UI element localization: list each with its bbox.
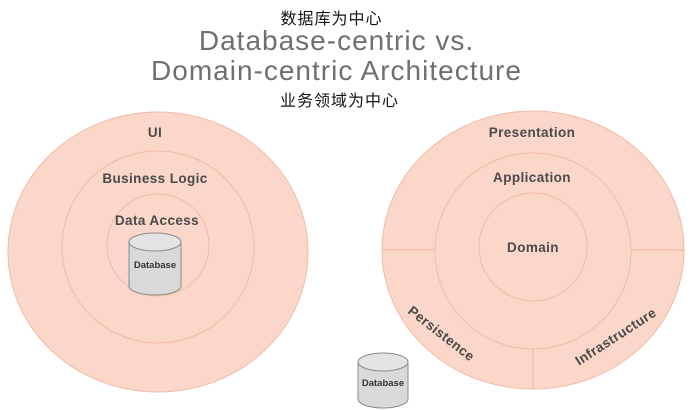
database-centric-diagram: UI Business Logic Data Access Database: [7, 111, 309, 393]
annotation-database-centric: 数据库为中心: [280, 11, 383, 28]
page-title-line1: Database-centric vs.: [198, 25, 475, 56]
right-inner-ring-domain: [478, 192, 588, 302]
database-cylinder-body: [357, 361, 409, 409]
annotation-domain-centric: 业务领域为中心: [279, 93, 399, 110]
left-layer-label-data-access: Data Access: [115, 213, 199, 228]
database-cylinder-top: [128, 232, 182, 252]
right-database-label: Database: [362, 378, 404, 389]
page-title-line2: Domain-centric Architecture: [151, 55, 522, 86]
domain-centric-diagram: Presentation Application Domain Persiste…: [357, 110, 685, 409]
right-layer-label-presentation: Presentation: [489, 125, 576, 140]
left-layer-label-ui: UI: [148, 125, 162, 140]
database-cylinder-body: [128, 241, 182, 296]
database-icon: Database: [357, 352, 409, 409]
left-layer-label-business-logic: Business Logic: [102, 171, 207, 186]
database-icon: Database: [128, 232, 182, 296]
page-title: Database-centric vs. Domain-centric Arch…: [0, 26, 683, 86]
database-cylinder-top: [357, 352, 409, 372]
right-layer-label-domain: Domain: [507, 240, 559, 255]
right-layer-label-application: Application: [493, 170, 571, 185]
left-database-label: Database: [134, 260, 176, 271]
